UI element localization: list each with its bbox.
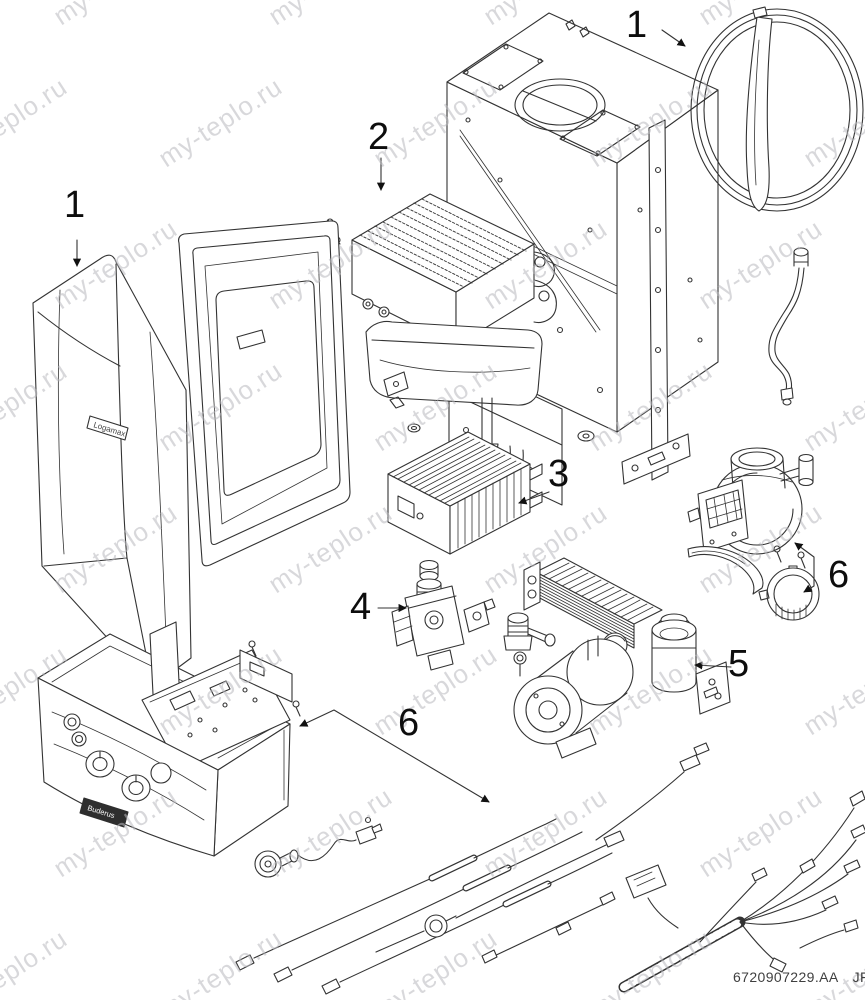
control-knobs [64, 714, 171, 801]
callout-4-gas-valve: 4 [350, 586, 372, 628]
callout-1-flue-ring: 1 [626, 4, 648, 46]
control-panel: Buderus [38, 622, 300, 856]
electrode-cables [236, 743, 709, 994]
pilot-tube [769, 248, 808, 405]
callout-1-front-casing: 1 [64, 184, 86, 226]
callout-5-hydraulics: 5 [728, 643, 750, 685]
pressure-switch [759, 566, 819, 620]
burner [388, 432, 542, 554]
brand-plate: Buderus [80, 798, 128, 827]
fan-assembly [688, 448, 819, 620]
callout-arrows [72, 30, 814, 802]
flue-gasket-ring [691, 7, 863, 211]
hydraulic-assembly [504, 558, 730, 758]
callout-6-cables: 6 [398, 702, 420, 744]
gas-valve [392, 561, 495, 671]
heat-exchanger [327, 194, 556, 346]
document-code: JF [852, 969, 865, 985]
wiring-harness [624, 791, 865, 987]
front-casing: Logamax [33, 255, 191, 687]
document-number-value: 6720907229.AA [733, 969, 839, 985]
callout-2-heat-exchanger: 2 [368, 116, 390, 158]
inner-door-frame [179, 221, 350, 566]
callout-6-fan: 6 [828, 554, 850, 596]
document-number: 6720907229.AA JF [733, 969, 865, 985]
sensor-cable [255, 818, 382, 878]
callout-3-burner: 3 [548, 453, 570, 495]
